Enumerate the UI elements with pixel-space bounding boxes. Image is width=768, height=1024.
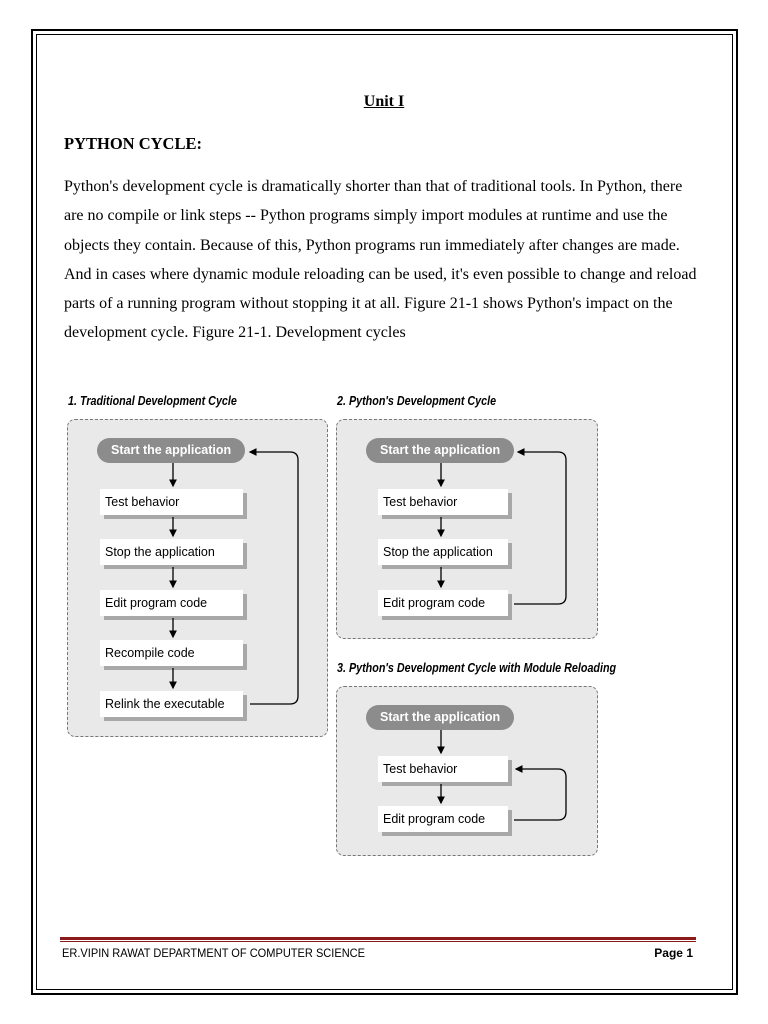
section-heading: PYTHON CYCLE: — [64, 134, 202, 153]
unit-title: Unit I — [363, 93, 405, 110]
traditional-step: Test behavior — [100, 489, 243, 515]
traditional-start-step: Start the application — [97, 438, 245, 463]
page-number: Page 1 — [654, 946, 693, 960]
reloading-step: Test behavior — [378, 756, 508, 782]
python-cycle-title: 2. Python's Development Cycle — [337, 394, 497, 408]
footer-department: ER.VIPIN RAWAT DEPARTMENT OF COMPUTER SC… — [62, 946, 366, 960]
traditional-step: Relink the executable — [100, 691, 243, 717]
python-step: Stop the application — [378, 539, 508, 565]
traditional-step: Edit program code — [100, 590, 243, 616]
reloading-step: Edit program code — [378, 806, 508, 832]
python-start-step: Start the application — [366, 438, 514, 463]
body-paragraph: Python's development cycle is dramatical… — [64, 178, 697, 342]
reloading-start-step: Start the application — [366, 705, 514, 730]
footer-rule-thin — [60, 941, 696, 942]
traditional-cycle-panel — [67, 419, 328, 737]
page-border-outer — [31, 29, 738, 995]
development-cycles-figure: 1. Traditional Development Cycle Start t… — [64, 390, 644, 860]
traditional-cycle-title: 1. Traditional Development Cycle — [68, 394, 237, 408]
traditional-step: Recompile code — [100, 640, 243, 666]
python-step: Test behavior — [378, 489, 508, 515]
reloading-cycle-title: 3. Python's Development Cycle with Modul… — [337, 661, 617, 675]
footer-rule — [60, 937, 696, 940]
python-step: Edit program code — [378, 590, 508, 616]
traditional-step: Stop the application — [100, 539, 243, 565]
flow-arrows — [169, 448, 567, 821]
page-border-inner — [36, 34, 733, 990]
